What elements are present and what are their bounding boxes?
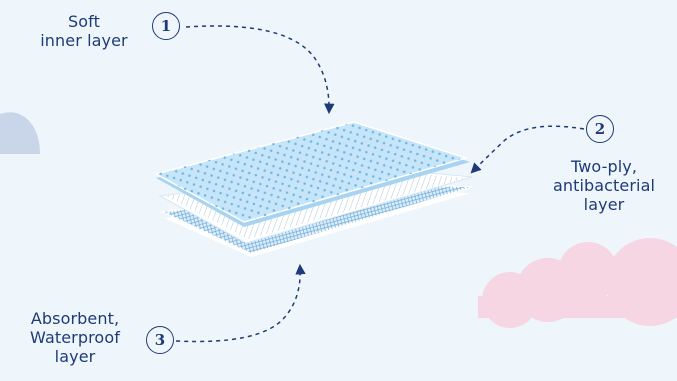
callout-label-3: Absorbent, Waterproof layer (6, 309, 144, 366)
connector-1 (185, 25, 335, 115)
label-1-line-1: Soft (68, 12, 100, 31)
label-3-line-2: Waterproof (30, 328, 120, 347)
label-2-line-2: antibacterial (552, 176, 656, 195)
label-3-line-3: layer (54, 347, 96, 366)
label-1-line-2: inner layer (40, 31, 128, 50)
callout-label-1: Soft inner layer (20, 12, 148, 50)
cloud-right (478, 238, 677, 328)
layer-top (153, 121, 470, 227)
label-2-line-1: Two-ply, (570, 157, 638, 176)
label-3-line-1: Absorbent, (30, 309, 120, 328)
callout-badge-2: 2 (586, 115, 614, 143)
cloud-left (0, 112, 40, 154)
callout-label-2: Two-ply, antibacterial layer (536, 157, 672, 214)
label-2-line-3: layer (583, 195, 625, 214)
callout-badge-1: 1 (152, 12, 180, 40)
callout-badge-3: 3 (146, 326, 174, 354)
connector-2 (470, 125, 585, 174)
connector-3 (175, 263, 306, 343)
